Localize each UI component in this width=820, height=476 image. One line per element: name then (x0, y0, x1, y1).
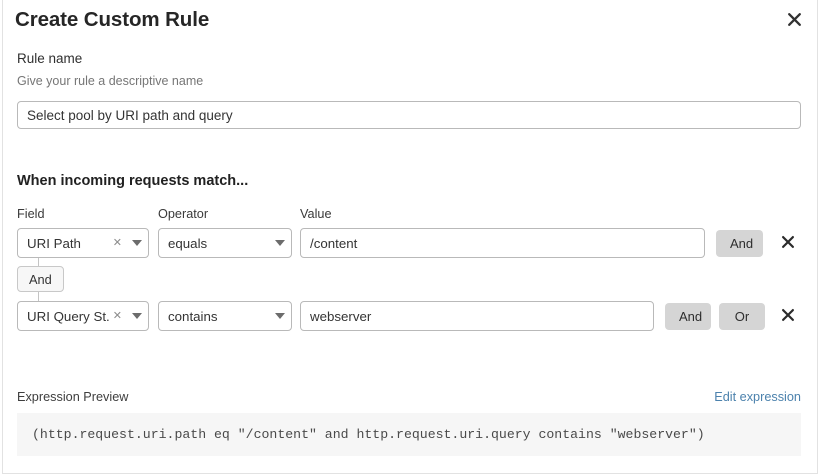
rule-name-label: Rule name (17, 51, 83, 66)
and-button-row-2[interactable]: And (665, 303, 711, 330)
operator-select-row-2[interactable]: contains (158, 301, 292, 331)
operator-select-value-row-2: contains (168, 308, 218, 324)
clear-x-icon[interactable]: ✕ (112, 236, 122, 249)
operator-select-value-row-1: equals (168, 235, 208, 251)
expression-preview-code: (http.request.uri.path eq "/content" and… (32, 427, 705, 442)
column-header-field: Field (17, 207, 45, 221)
column-header-operator: Operator (158, 207, 209, 221)
remove-condition-row-1-button[interactable] (775, 229, 801, 255)
remove-condition-row-2-button[interactable] (775, 302, 801, 328)
connector-line-top (38, 258, 39, 266)
value-input-row-1[interactable] (300, 228, 705, 258)
value-input-row-2[interactable] (300, 301, 654, 331)
connector-and-badge[interactable]: And (17, 266, 64, 292)
condition-row: URI Query St... ✕ contains And Or (3, 301, 817, 331)
field-select-row-2[interactable]: URI Query St... ✕ (17, 301, 149, 331)
conditions-heading: When incoming requests match... (17, 173, 249, 189)
or-button-row-2[interactable]: Or (719, 303, 765, 330)
expression-preview-label: Expression Preview (17, 390, 129, 404)
rule-name-description: Give your rule a descriptive name (17, 74, 204, 88)
and-button-row-1[interactable]: And (716, 230, 763, 257)
rule-name-input[interactable] (17, 101, 801, 129)
chevron-down-icon[interactable] (126, 240, 148, 246)
column-header-value: Value (300, 207, 332, 221)
edit-expression-link[interactable]: Edit expression (714, 390, 801, 404)
chevron-down-icon[interactable] (269, 313, 291, 319)
clear-x-icon[interactable]: ✕ (112, 309, 122, 322)
field-select-row-1[interactable]: URI Path ✕ (17, 228, 149, 258)
operator-select-row-1[interactable]: equals (158, 228, 292, 258)
chevron-down-icon[interactable] (126, 313, 148, 319)
condition-connector: And (17, 258, 137, 304)
field-select-value-row-2: URI Query St... (27, 308, 109, 324)
close-icon[interactable] (781, 6, 807, 32)
condition-row: URI Path ✕ equals And (3, 228, 817, 258)
chevron-down-icon[interactable] (269, 240, 291, 246)
connector-line-bottom (38, 292, 39, 301)
expression-preview-box: (http.request.uri.path eq "/content" and… (17, 413, 801, 456)
field-select-value-row-1: URI Path (27, 235, 81, 251)
page-title: Create Custom Rule (15, 8, 210, 31)
